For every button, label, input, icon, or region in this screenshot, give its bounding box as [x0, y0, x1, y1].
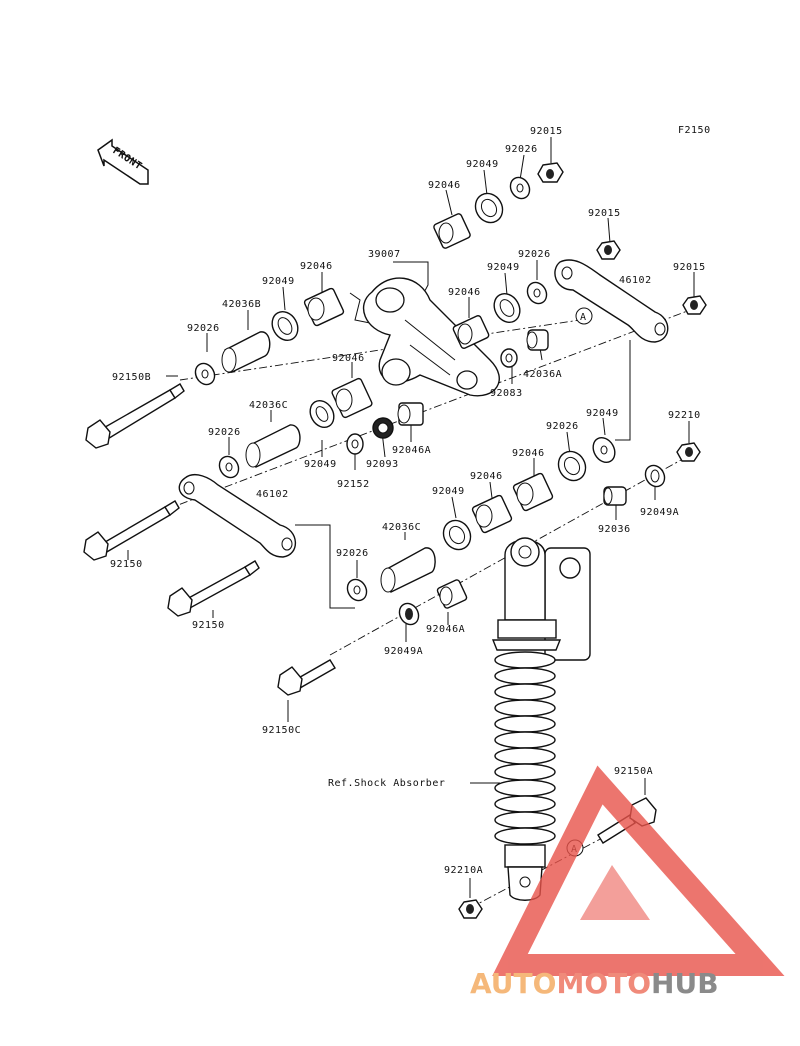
- collar-42036c-upper: [245, 424, 301, 468]
- part-label: 92049: [304, 459, 337, 470]
- watermark-text: AUTOMOTOHUB: [470, 967, 719, 1000]
- part-label: 92150: [192, 620, 225, 631]
- part-label: 92026: [187, 323, 220, 334]
- part-label: 92046: [512, 448, 545, 459]
- part-label: 92049: [262, 276, 295, 287]
- collar-42036a: [526, 329, 549, 351]
- part-label: 92046: [428, 180, 461, 191]
- part-label: 42036B: [222, 299, 261, 310]
- part-label: 39007: [368, 249, 401, 260]
- part-label: 92026: [505, 144, 538, 155]
- part-label: 92015: [588, 208, 621, 219]
- bearing-92046-mid: [452, 315, 490, 349]
- part-label: 92210: [668, 410, 701, 421]
- seal-92049a-lower: [398, 602, 420, 626]
- bearing-92046-top: [433, 213, 471, 249]
- callout-a-top: A: [575, 307, 593, 325]
- nut-92015-mid: [596, 240, 621, 260]
- washer-92026-lower: [346, 578, 368, 602]
- nut-92210a: [458, 899, 483, 919]
- washer-92026-mid: [526, 281, 548, 305]
- bearing-92046-lowmid: [471, 494, 513, 534]
- bolt-92150-upper: [83, 500, 180, 561]
- leader-lines: [127, 137, 695, 898]
- part-label: 92015: [673, 262, 706, 273]
- bearing-92046-right: [512, 472, 554, 512]
- bearing-92046-left: [303, 287, 345, 327]
- washer-92026-right: [592, 436, 616, 464]
- part-label: 92049A: [384, 646, 423, 657]
- part-label: 92026: [546, 421, 579, 432]
- seal-92049-mid: [493, 292, 521, 324]
- part-label: 92046A: [392, 445, 431, 456]
- tie-rod-46102-upper: [554, 259, 669, 343]
- part-label: 92026: [208, 427, 241, 438]
- bolt-92150b: [85, 383, 185, 449]
- part-label: 42036A: [523, 369, 562, 380]
- part-label: 92026: [518, 249, 551, 260]
- part-label: 92046: [300, 261, 333, 272]
- part-label: 92026: [336, 548, 369, 559]
- part-label: 92049: [432, 486, 465, 497]
- washer-92026-center: [218, 455, 240, 479]
- part-label: 92150A: [614, 766, 653, 777]
- collar-42036b: [221, 331, 271, 373]
- part-label: 92046: [470, 471, 503, 482]
- part-label: 92046: [448, 287, 481, 298]
- nut-92210: [676, 442, 701, 462]
- shock-absorber: [491, 537, 591, 901]
- washer-92083: [500, 348, 518, 368]
- nut-92015-top: [537, 162, 564, 183]
- collar-42036c-lower: [380, 547, 436, 593]
- front-arrow-icon: FRONT: [97, 138, 149, 185]
- seal-92049-top: [474, 192, 504, 224]
- part-label: 92150C: [262, 725, 301, 736]
- washer-92026-left: [194, 362, 216, 386]
- part-label: 92046: [332, 353, 365, 364]
- part-label: 92036: [598, 524, 631, 535]
- seal-92049-right: [557, 450, 587, 482]
- part-label: 92049: [487, 262, 520, 273]
- part-label: 92049: [586, 408, 619, 419]
- rocker-arm-39007: [362, 277, 500, 397]
- ref-label: Ref.Shock Absorber: [328, 778, 445, 789]
- watermark-triangle-icon: [492, 765, 785, 976]
- part-label: 92046A: [426, 624, 465, 635]
- nut-92015-right: [682, 295, 707, 315]
- bearing-92046a-center: [397, 402, 424, 426]
- part-label: 46102: [256, 489, 289, 500]
- figure-code: F2150: [678, 125, 711, 136]
- part-label: 92150B: [112, 372, 151, 383]
- part-label: 92049A: [640, 507, 679, 518]
- bolt-92150-lower: [167, 560, 260, 617]
- axis-lines: [164, 309, 691, 909]
- seal-92049-center: [309, 399, 335, 429]
- seal-92049a-right: [644, 464, 666, 488]
- washer-92152: [346, 433, 364, 455]
- part-label: 92150: [110, 559, 143, 570]
- seal-92049-lowmid: [442, 519, 472, 551]
- tie-rod-46102-lower: [178, 474, 297, 558]
- part-label: 92152: [337, 479, 370, 490]
- seal-92093: [372, 417, 394, 439]
- part-label: 92210A: [444, 865, 483, 876]
- part-label: 92049: [466, 159, 499, 170]
- part-label: 92015: [530, 126, 563, 137]
- part-label: 92083: [490, 388, 523, 399]
- part-label: 46102: [619, 275, 652, 286]
- watermark-logo: AUTOMOTOHUB: [470, 765, 785, 1000]
- svg-text:A: A: [580, 312, 587, 323]
- part-label: 42036C: [249, 400, 288, 411]
- bearing-92046a-lower: [436, 579, 468, 609]
- part-labels: 92015 92026 92049 92046 39007 92015 9202…: [110, 126, 706, 876]
- washer-92026-top: [509, 176, 531, 200]
- part-label: 92093: [366, 459, 399, 470]
- bolt-92150c: [277, 659, 336, 696]
- seal-92049-left: [271, 310, 299, 342]
- bearing-92046-center: [331, 377, 373, 419]
- part-label: 42036C: [382, 522, 421, 533]
- collar-92036: [603, 486, 627, 506]
